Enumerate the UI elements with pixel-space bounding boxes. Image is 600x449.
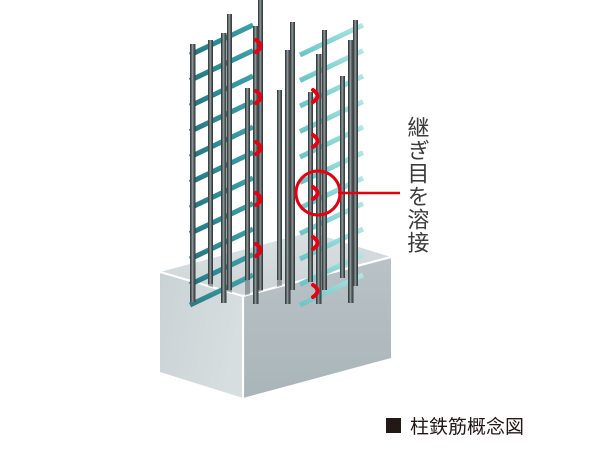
- weld-marker: [254, 38, 263, 54]
- weld-callout-group: [294, 169, 400, 217]
- rebar-vertical-front-group: [190, 26, 354, 304]
- rebar-vertical: [190, 44, 196, 302]
- rebar-vertical: [221, 33, 227, 303]
- weld-marker: [311, 133, 320, 149]
- rebar-vertical: [208, 40, 213, 284]
- rebar-vertical: [348, 40, 354, 303]
- rebar-vertical: [227, 14, 232, 290]
- rebar-vertical: [290, 22, 295, 290]
- rebar-vertical: [285, 50, 291, 304]
- weld-markers-group: [254, 38, 320, 299]
- rebar-vertical: [245, 88, 250, 280]
- rebar-vertical: [340, 76, 345, 278]
- weld-marker: [254, 140, 263, 156]
- rebar-vertical: [322, 30, 327, 290]
- weld-marker: [311, 283, 320, 299]
- rebar-vertical: [308, 92, 313, 282]
- weld-annotation-label: 継ぎ目を溶接: [403, 116, 429, 254]
- figure-caption: 柱鉄筋概念図: [386, 412, 524, 439]
- weld-marker: [311, 185, 320, 201]
- rebar-vertical: [316, 54, 322, 304]
- caption-label: 柱鉄筋概念図: [410, 416, 525, 438]
- weld-marker: [311, 235, 320, 251]
- rebar-vertical: [253, 26, 259, 304]
- weld-marker: [254, 242, 263, 258]
- concrete-right-face: [243, 257, 391, 398]
- rebar-vertical: [353, 20, 358, 286]
- weld-marker: [311, 88, 320, 104]
- weld-marker: [254, 191, 263, 207]
- weld-marker: [254, 89, 263, 105]
- rebar-vertical: [277, 90, 282, 280]
- caption-square-icon: [386, 418, 401, 433]
- concrete-top-face: [160, 232, 391, 296]
